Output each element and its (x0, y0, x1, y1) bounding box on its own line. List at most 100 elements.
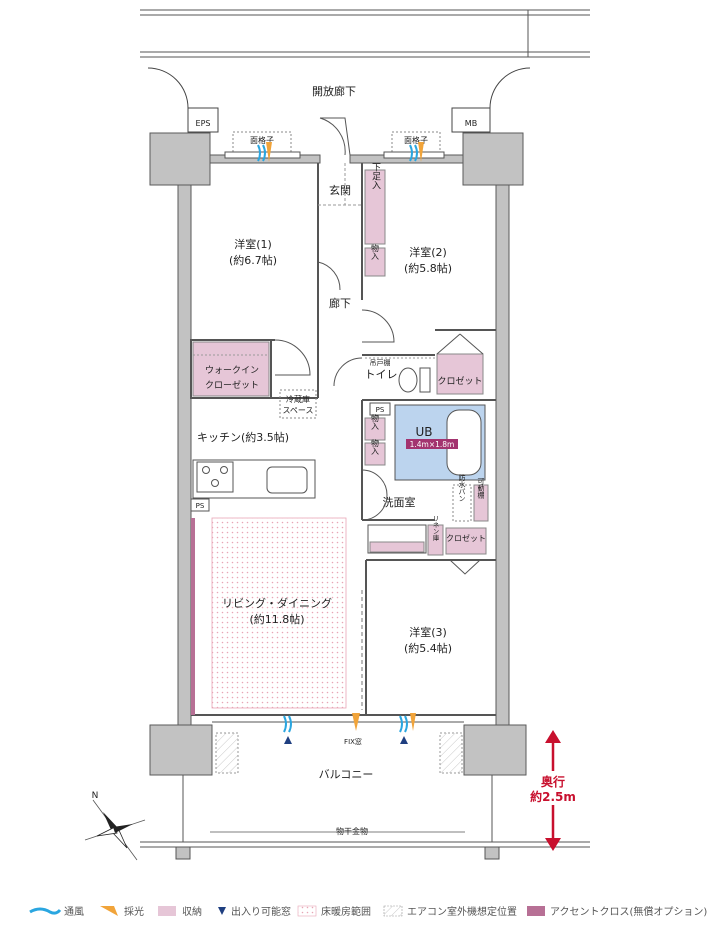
hallway-label: 廊下 (329, 296, 351, 310)
movable-shelf (473, 484, 489, 522)
movable-shelf-label: 可動棚 (477, 478, 485, 500)
storage-swatch (158, 906, 176, 916)
closet-room2-label: クロゼット (437, 375, 482, 387)
mid-storage-1 (364, 417, 386, 441)
vanity-storage (369, 541, 425, 553)
storage-door (317, 261, 341, 291)
closet-room3 (445, 527, 487, 555)
room2-door (361, 309, 395, 343)
ac-position-right (439, 732, 463, 774)
top-window-icons (257, 142, 424, 162)
toilet-bowl-icon (398, 367, 418, 393)
shoe-storage-label: 下足入 (370, 163, 381, 190)
ps-left (190, 498, 210, 512)
eps-label: EPS (196, 119, 211, 128)
legend-label: 採光 (124, 905, 144, 918)
room2-name: 洋室(2) (409, 245, 447, 259)
room1-door (274, 339, 311, 376)
mid-storage-2-label: 物入 (371, 438, 380, 455)
balcony-railing (140, 775, 590, 860)
depth-label-1: 奥行 (541, 774, 565, 789)
legend-entry: 出入り可能窓 (218, 905, 291, 918)
living-label: リビング・ダイニング (222, 596, 332, 610)
legend-label: 収納 (182, 905, 202, 918)
toilet-tank-icon (419, 367, 431, 393)
ps-top-label: PS (376, 406, 385, 414)
drying-hardware-label: 物干金物 (336, 826, 368, 836)
living-size: (約11.8帖) (249, 612, 304, 626)
closet-room2 (436, 353, 484, 395)
bottom-window-icons (283, 713, 416, 744)
ub-size-label: 1.4m×1.8m (410, 440, 455, 449)
north-label: N (92, 791, 99, 801)
legend-label: 床暖房範囲 (321, 905, 371, 918)
fridge-label-2: スペース (282, 406, 313, 415)
eps-box (147, 67, 219, 133)
linen-storage (427, 524, 444, 556)
entrance-door (319, 117, 351, 156)
entry-triangle-icon (218, 907, 226, 915)
accent-cross-swatch (527, 906, 545, 916)
fridge-label-1: 冷蔵庫 (286, 394, 310, 404)
mid-storage-2 (364, 442, 386, 466)
room1-name: 洋室(1) (234, 237, 272, 251)
stove-icon (196, 461, 234, 493)
mb-box (451, 67, 531, 133)
depth-label-2: 約2.5m (530, 789, 576, 804)
corridor-label: 開放廊下 (312, 84, 356, 98)
legend: 通風 採光 収納 出入り可能窓 床暖房範囲 エアコン室外機想定位置 アクセントク… (29, 905, 707, 918)
mb-label: MB (465, 119, 477, 128)
legend-accent: アクセントクロス(無償オプション) (527, 905, 707, 918)
hanging-shelf-label: 吊戸棚 (370, 358, 391, 367)
interior-walls (190, 163, 496, 723)
lattice-right-label: 面格子 (404, 135, 428, 145)
closet-room3-label: クロゼット (446, 533, 486, 543)
walkin-label-1: ウォークイン (205, 365, 259, 376)
legend-wind: 通風 (29, 906, 84, 918)
toilet-label: トイレ (365, 368, 398, 381)
linen-label: リネン庫 (431, 515, 439, 542)
legend-label: 出入り可能窓 (231, 905, 291, 918)
accent-cross-wall (191, 518, 195, 715)
fridge-space (279, 389, 317, 419)
legend-ac: エアコン室外機想定位置 (383, 905, 517, 918)
floor-heating-area (211, 517, 347, 709)
mid-storage-1-label: 物入 (371, 413, 380, 430)
corridor-railing (140, 9, 590, 58)
kitchen-label: キッチン(約3.5帖) (197, 430, 289, 444)
waterproof-pan (452, 484, 472, 522)
lattice-left-label: 面格子 (250, 135, 274, 145)
light-icon (100, 906, 118, 916)
fix-window-label: FIX窓 (344, 737, 362, 746)
structural-walls (149, 132, 527, 776)
compass-icon (84, 799, 146, 861)
closet-room3-doors (449, 559, 481, 575)
ac-position-swatch (383, 905, 403, 917)
waterproof-pan-label: 防水パン (458, 473, 466, 502)
entry-storage (364, 247, 386, 277)
sink-icon (266, 466, 308, 494)
legend-label: 通風 (64, 906, 84, 918)
room3-name: 洋室(3) (409, 625, 447, 639)
legend-floor-heating: 床暖房範囲 (297, 905, 371, 918)
ac-position-left (215, 732, 239, 774)
washroom-door (361, 469, 388, 521)
ps-top (369, 402, 391, 416)
legend-light: 採光 (100, 905, 144, 918)
top-windows (224, 151, 445, 159)
depth-label-bg (528, 771, 580, 805)
legend-label: アクセントクロス(無償オプション) (550, 905, 707, 918)
balcony-label: バルコニー (319, 768, 374, 781)
ub-size-badge (406, 439, 458, 449)
walkin-closet (192, 341, 270, 397)
lattice-box-left (232, 131, 292, 153)
washroom-label: 洗面室 (383, 495, 416, 509)
walkin-label-2: クローゼット (205, 379, 259, 391)
ub-label: UB (415, 425, 432, 439)
room3-size: (約5.4帖) (404, 641, 452, 655)
toilet-door (333, 357, 363, 387)
wind-icon (29, 907, 62, 915)
shoe-storage (364, 169, 386, 245)
